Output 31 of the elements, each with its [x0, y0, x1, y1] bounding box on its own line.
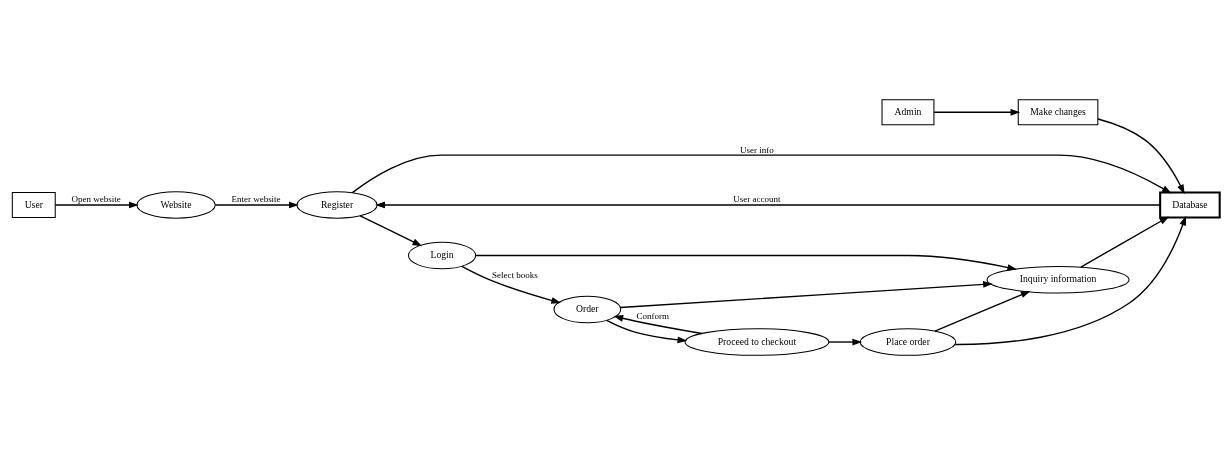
arrow	[954, 215, 1187, 345]
arrow	[606, 319, 688, 343]
arrow	[359, 214, 423, 246]
arrow	[351, 153, 1172, 193]
edge-label: User account	[733, 193, 781, 204]
edge-label: User info	[740, 144, 774, 155]
node-box: User	[11, 191, 56, 218]
arrow	[933, 108, 1021, 116]
arrow	[54, 201, 139, 208]
edge-label: Open website	[71, 193, 121, 204]
arrow	[613, 314, 703, 334]
edge-label: Enter website	[231, 193, 281, 204]
arrow	[1097, 117, 1185, 194]
node-ellipse: Proceed to checkout	[684, 327, 830, 356]
arrow	[619, 280, 993, 308]
node-ellipse: Place order	[859, 327, 957, 356]
node-ellipse: Register	[296, 190, 378, 219]
arrow	[475, 254, 1018, 271]
arrow	[375, 201, 1161, 208]
arrow	[1080, 215, 1170, 268]
arrow	[828, 338, 863, 345]
arrow	[214, 201, 299, 208]
node-ellipse: Login	[407, 241, 477, 269]
node-box: Database	[1159, 191, 1221, 218]
arrow	[461, 265, 561, 304]
node-ellipse: Website	[136, 190, 216, 219]
edge-label: Conform	[636, 310, 670, 321]
node-box: Make changes	[1017, 98, 1099, 125]
node-box: Admin	[881, 98, 935, 125]
edge-label: Select books	[492, 269, 538, 280]
arrow	[934, 290, 1031, 332]
